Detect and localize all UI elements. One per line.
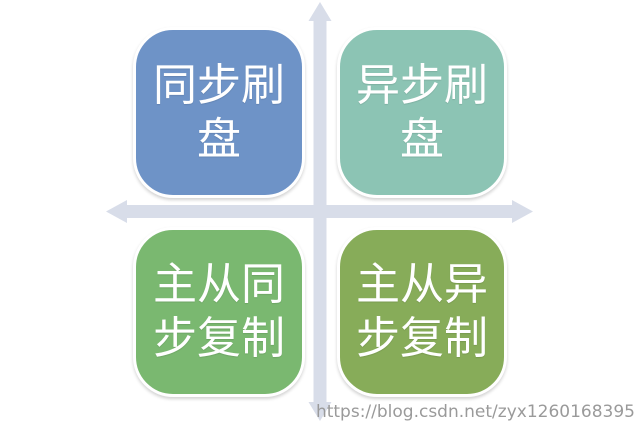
quadrant-bottom-left: 主从同步复制: [133, 227, 305, 397]
quadrant-top-left: 同步刷盘: [133, 27, 305, 198]
quadrant-top-right: 异步刷盘: [337, 27, 507, 198]
quadrant-top-right-label: 异步刷盘: [356, 59, 488, 165]
quadrant-bottom-right-label: 主从异步复制: [356, 259, 488, 364]
quadrant-bottom-left-label: 主从同步复制: [153, 259, 285, 364]
quadrant-top-left-label: 同步刷盘: [153, 59, 285, 165]
quadrant-bottom-right: 主从异步复制: [337, 227, 507, 397]
watermark: https://blog.csdn.net/zyx1260168395: [315, 402, 635, 422]
horizontal-axis-arrow-icon: [106, 200, 533, 223]
